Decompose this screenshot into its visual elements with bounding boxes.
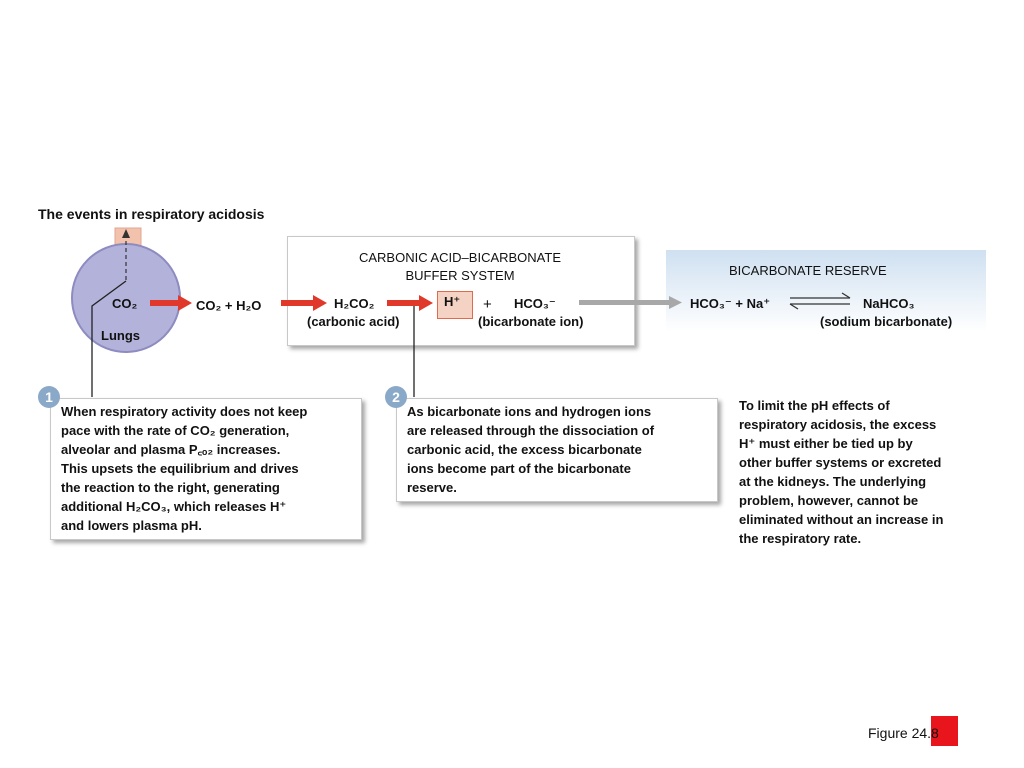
- h-plus-box: [437, 291, 473, 319]
- arrow-gray-shaft: [579, 300, 671, 305]
- step-1-badge: 1: [38, 386, 60, 408]
- airway-arrow-head: [122, 229, 130, 238]
- reserve-heading: BICARBONATE RESERVE: [729, 263, 887, 278]
- step-1-box: [50, 398, 362, 540]
- arrow-co2-shaft: [150, 300, 180, 306]
- figure-label-marker: [931, 716, 958, 746]
- arrow-h2o-shaft: [281, 300, 315, 306]
- h-plus-label: H⁺: [444, 294, 461, 309]
- sodium-bicarbonate-label: (sodium bicarbonate): [820, 314, 953, 329]
- arrow-h2o-head: [313, 295, 327, 311]
- arrow-gray-head: [669, 296, 682, 309]
- h2co3-label: H₂CO₂: [334, 296, 375, 311]
- lungs-label: Lungs: [101, 328, 140, 343]
- figure-title: The events in respiratory acidosis: [38, 206, 265, 222]
- figure-label: Figure 24.8: [868, 725, 939, 741]
- side-note-text: To limit the pH effects of respiratory a…: [739, 398, 944, 546]
- step-1-text: When respiratory activity does not keep …: [61, 404, 308, 533]
- arrow-h2co3-head: [419, 295, 433, 311]
- hco3-label: HCO₃⁻: [514, 296, 556, 311]
- equilibrium-arrows: [789, 292, 851, 310]
- step-2-badge: 2: [385, 386, 407, 408]
- co2-h2o-label: CO₂ + H₂O: [196, 298, 262, 313]
- step-2-box: [396, 398, 718, 502]
- arrow-h2co3-shaft: [387, 300, 421, 306]
- plus-sign: +: [483, 296, 492, 313]
- red-arrows: [150, 295, 433, 311]
- bicarbonate-ion-label: (bicarbonate ion): [478, 314, 584, 329]
- lung-co2-label: CO₂: [112, 296, 138, 311]
- arrow-co2-head: [178, 295, 192, 311]
- step-2-text: As bicarbonate ions and hydrogen ions ar…: [407, 404, 655, 495]
- buffer-system-heading: CARBONIC ACID–BICARBONATE BUFFER SYSTEM: [358, 250, 562, 283]
- carbonic-acid-label: (carbonic acid): [307, 314, 400, 329]
- reserve-left-label: HCO₃⁻ + Na⁺: [690, 296, 771, 311]
- bicarbonate-reserve-panel: [666, 250, 986, 332]
- connector-line-1: [91, 280, 127, 397]
- reserve-right-label: NaHCO₃: [863, 296, 915, 311]
